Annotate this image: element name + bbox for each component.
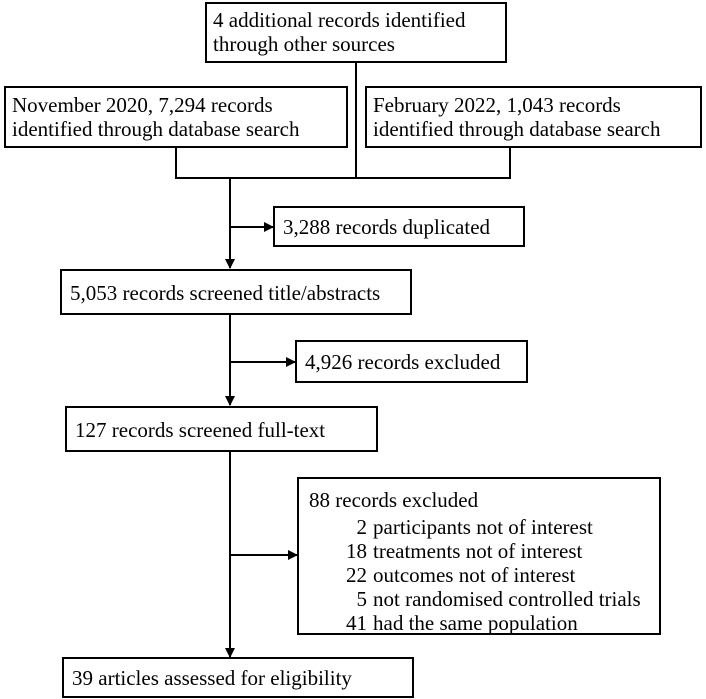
box-eligibility: 39 articles assessed for eligibility (62, 657, 414, 698)
box-other-sources: 4 additional records identified through … (205, 2, 507, 63)
box-feb-2022: February 2022, 1,043 records identified … (365, 86, 702, 148)
exclusion-reason: outcomes not of interest (373, 563, 576, 587)
exclusion-reason: treatments not of interest (373, 539, 583, 563)
feb-2022-line-1: February 2022, 1,043 records (373, 93, 621, 117)
exclusion-count: 18 (346, 539, 367, 563)
exclusion-reason-row: 22 outcomes not of interest (309, 563, 659, 587)
exclusion-count: 41 (346, 611, 367, 635)
feb-2022-line-2: identified through database search (373, 117, 661, 141)
box-nov-2020: November 2020, 7,294 records identified … (4, 86, 348, 148)
excluded-second-title: 88 records excluded (309, 488, 479, 512)
exclusion-reason: participants not of interest (373, 515, 593, 539)
exclusion-count: 2 (356, 515, 368, 539)
exclusion-reason: not randomised controlled trials (373, 587, 641, 611)
screened-fulltext-text: 127 records screened full-text (75, 418, 326, 442)
exclusion-reason-row: 2 participants not of interest (309, 515, 659, 539)
exclusion-reason-row: 5 not randomised controlled trials (309, 587, 659, 611)
duplicated-text: 3,288 records duplicated (283, 215, 491, 239)
other-sources-line-2: through other sources (213, 32, 395, 56)
eligibility-text: 39 articles assessed for eligibility (72, 666, 352, 690)
exclusion-count: 5 (356, 587, 368, 611)
screened-title-text: 5,053 records screened title/abstracts (70, 281, 381, 305)
exclusion-reason-row: 18 treatments not of interest (309, 539, 659, 563)
box-screened-title: 5,053 records screened title/abstracts (60, 269, 412, 315)
exclusion-reasons-list: 2 participants not of interest 18 treatm… (309, 515, 659, 635)
box-duplicated: 3,288 records duplicated (273, 206, 525, 247)
nov-2020-line-1: November 2020, 7,294 records (12, 93, 273, 117)
excluded-first-text: 4,926 records excluded (305, 350, 501, 374)
exclusion-count: 22 (346, 563, 367, 587)
exclusion-reason: had the same population (373, 611, 578, 635)
box-excluded-first: 4,926 records excluded (295, 340, 528, 383)
box-excluded-second: 88 records excluded 2 participants not o… (297, 477, 661, 635)
other-sources-line-1: 4 additional records identified (213, 8, 466, 32)
box-screened-fulltext: 127 records screened full-text (65, 406, 378, 452)
nov-2020-line-2: identified through database search (12, 117, 300, 141)
exclusion-reason-row: 41 had the same population (309, 611, 659, 635)
